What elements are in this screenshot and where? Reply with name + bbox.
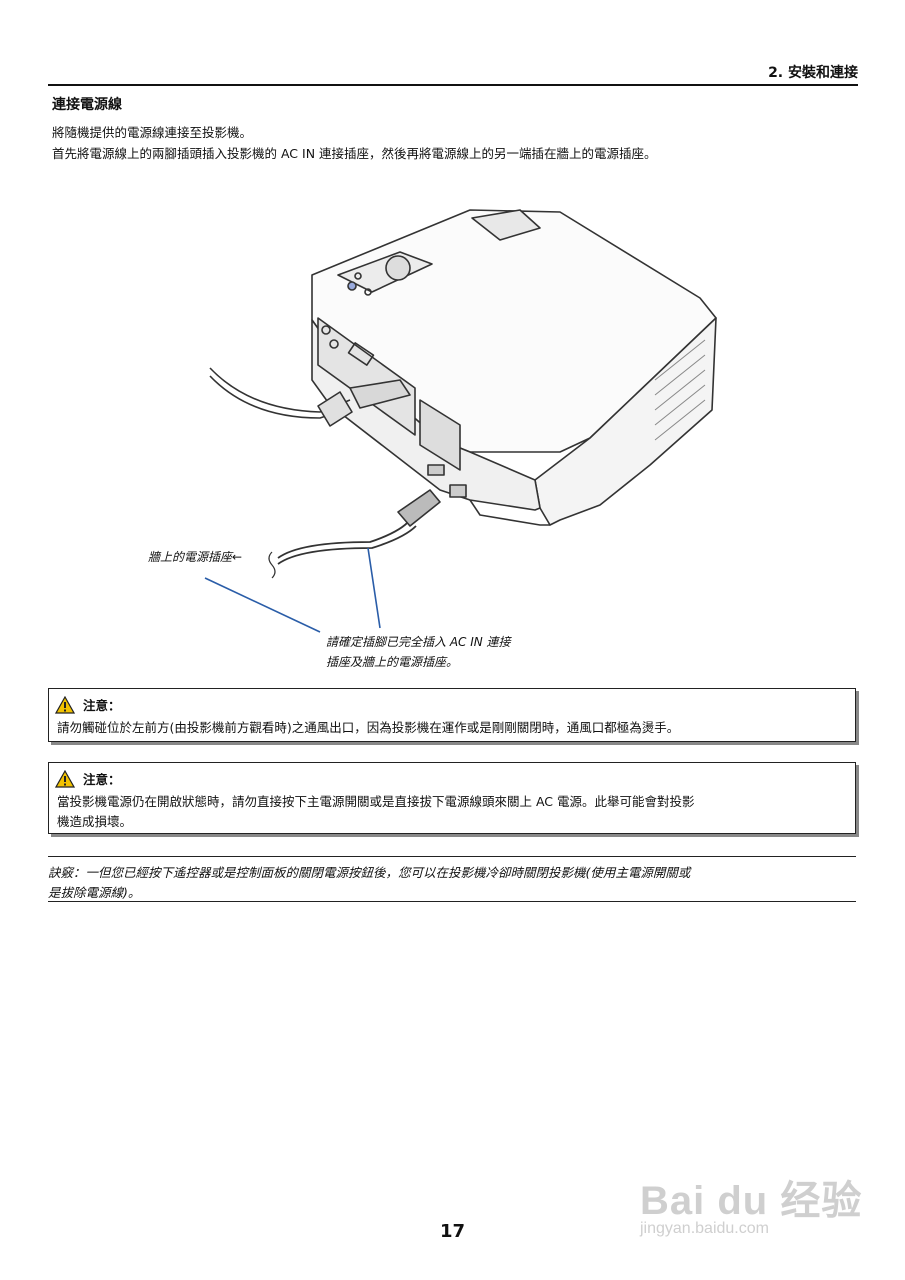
tip-line-2: 是拔除電源線)。 <box>48 885 141 900</box>
caution-title-2: 注意： <box>55 769 121 788</box>
section-header: 2. 安裝和連接 <box>768 65 858 81</box>
caution-box-2: 注意： 當投影機電源仍在開啟狀態時，請勿直接按下主電源開關或是直接拔下電源線頭來… <box>48 762 856 834</box>
warning-icon <box>55 695 75 714</box>
warning-icon <box>55 769 75 788</box>
header-rule <box>48 84 858 86</box>
intro-line-1: 將隨機提供的電源線連接至投影機。 <box>52 125 253 140</box>
caution-title-text-1: 注意： <box>83 698 121 713</box>
tip-line-1: 訣竅：一但您已經按下遙控器或是控制面板的關閉電源按鈕後，您可以在投影機冷卻時關閉… <box>48 865 691 880</box>
tip-block: 訣竅：一但您已經按下遙控器或是控制面板的關閉電源按鈕後，您可以在投影機冷卻時關閉… <box>48 856 856 902</box>
wall-outlet-label: 牆上的電源插座← <box>148 550 243 564</box>
intro-line-2: 首先將電源線上的兩腳插頭插入投影機的 AC IN 連接插座，然後再將電源線上的另… <box>52 146 657 161</box>
caution-text-1: 請勿觸碰位於左前方(由投影機前方觀看時)之通風出口，因為投影機在運作或是剛剛關閉… <box>57 720 680 735</box>
projector-illustration <box>204 209 717 633</box>
caution-title-text-2: 注意： <box>83 772 121 787</box>
plug-note-line-2: 插座及牆上的電源插座。 <box>326 655 459 669</box>
watermark-url: jingyan.baidu.com <box>640 1220 769 1237</box>
caution-box-1: 注意： 請勿觸碰位於左前方(由投影機前方觀看時)之通風出口，因為投影機在運作或是… <box>48 688 856 742</box>
caution-text-2-line-2: 機造成損壞。 <box>57 814 133 829</box>
baidu-watermark: Bai du 经验 jingyan.baidu.com <box>640 1148 870 1248</box>
section-title: 連接電源線 <box>52 97 122 113</box>
page-number: 17 <box>439 1221 466 1242</box>
plug-note-line-1: 請確定插腳已完全插入 AC IN 連接 <box>326 635 511 649</box>
caution-title-1: 注意： <box>55 695 121 714</box>
caution-text-2-line-1: 當投影機電源仍在開啟狀態時，請勿直接按下主電源開關或是直接拔下電源線頭來關上 A… <box>57 794 695 809</box>
watermark-brand: Bai du 经验 <box>640 1179 863 1223</box>
